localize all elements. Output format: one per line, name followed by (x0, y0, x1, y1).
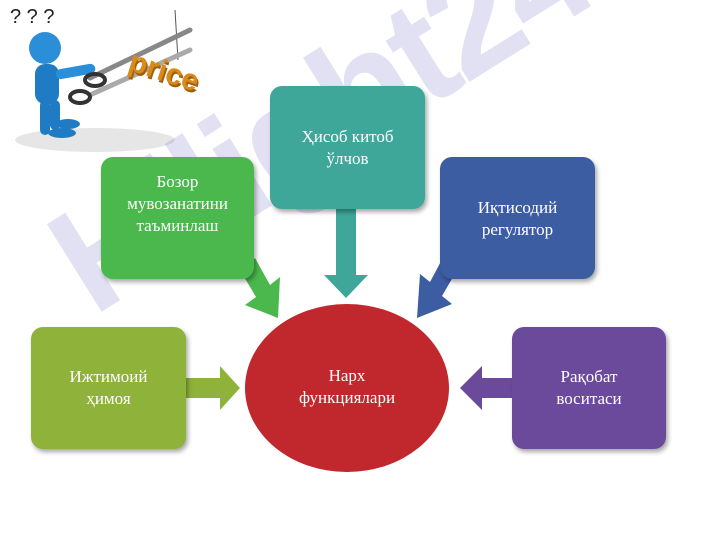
node-right: Рақобат воситаси (512, 327, 666, 449)
figure-shadow (15, 128, 175, 152)
center-label: Нарх функциялари (298, 366, 396, 407)
node-upper-left-label: Бозор мувозанатини таъминлаш (127, 172, 228, 235)
arrow-left (186, 366, 240, 410)
blue-figure-icon (29, 32, 96, 138)
center-circle (245, 304, 449, 472)
node-top-label: Ҳисоб китоб ўлчов (301, 127, 394, 168)
scissors-icon (68, 27, 193, 105)
node-upper-right: Иқтисодий регулятор (440, 157, 595, 279)
node-upper-left: Бозор мувозанатини таъминлаш (101, 157, 254, 279)
node-left-label: Ижтимоий ҳимоя (69, 367, 148, 408)
node-right-label: Рақобат воситаси (556, 367, 622, 408)
node-upper-right-label: Иқтисодий регулятор (477, 198, 558, 239)
node-left: Ижтимоий ҳимоя (31, 327, 186, 449)
arrow-right (460, 366, 512, 410)
question-marks: ? ? ? (10, 6, 55, 28)
node-top: Ҳисоб китоб ўлчов (270, 86, 425, 209)
arrow-top (324, 205, 368, 298)
